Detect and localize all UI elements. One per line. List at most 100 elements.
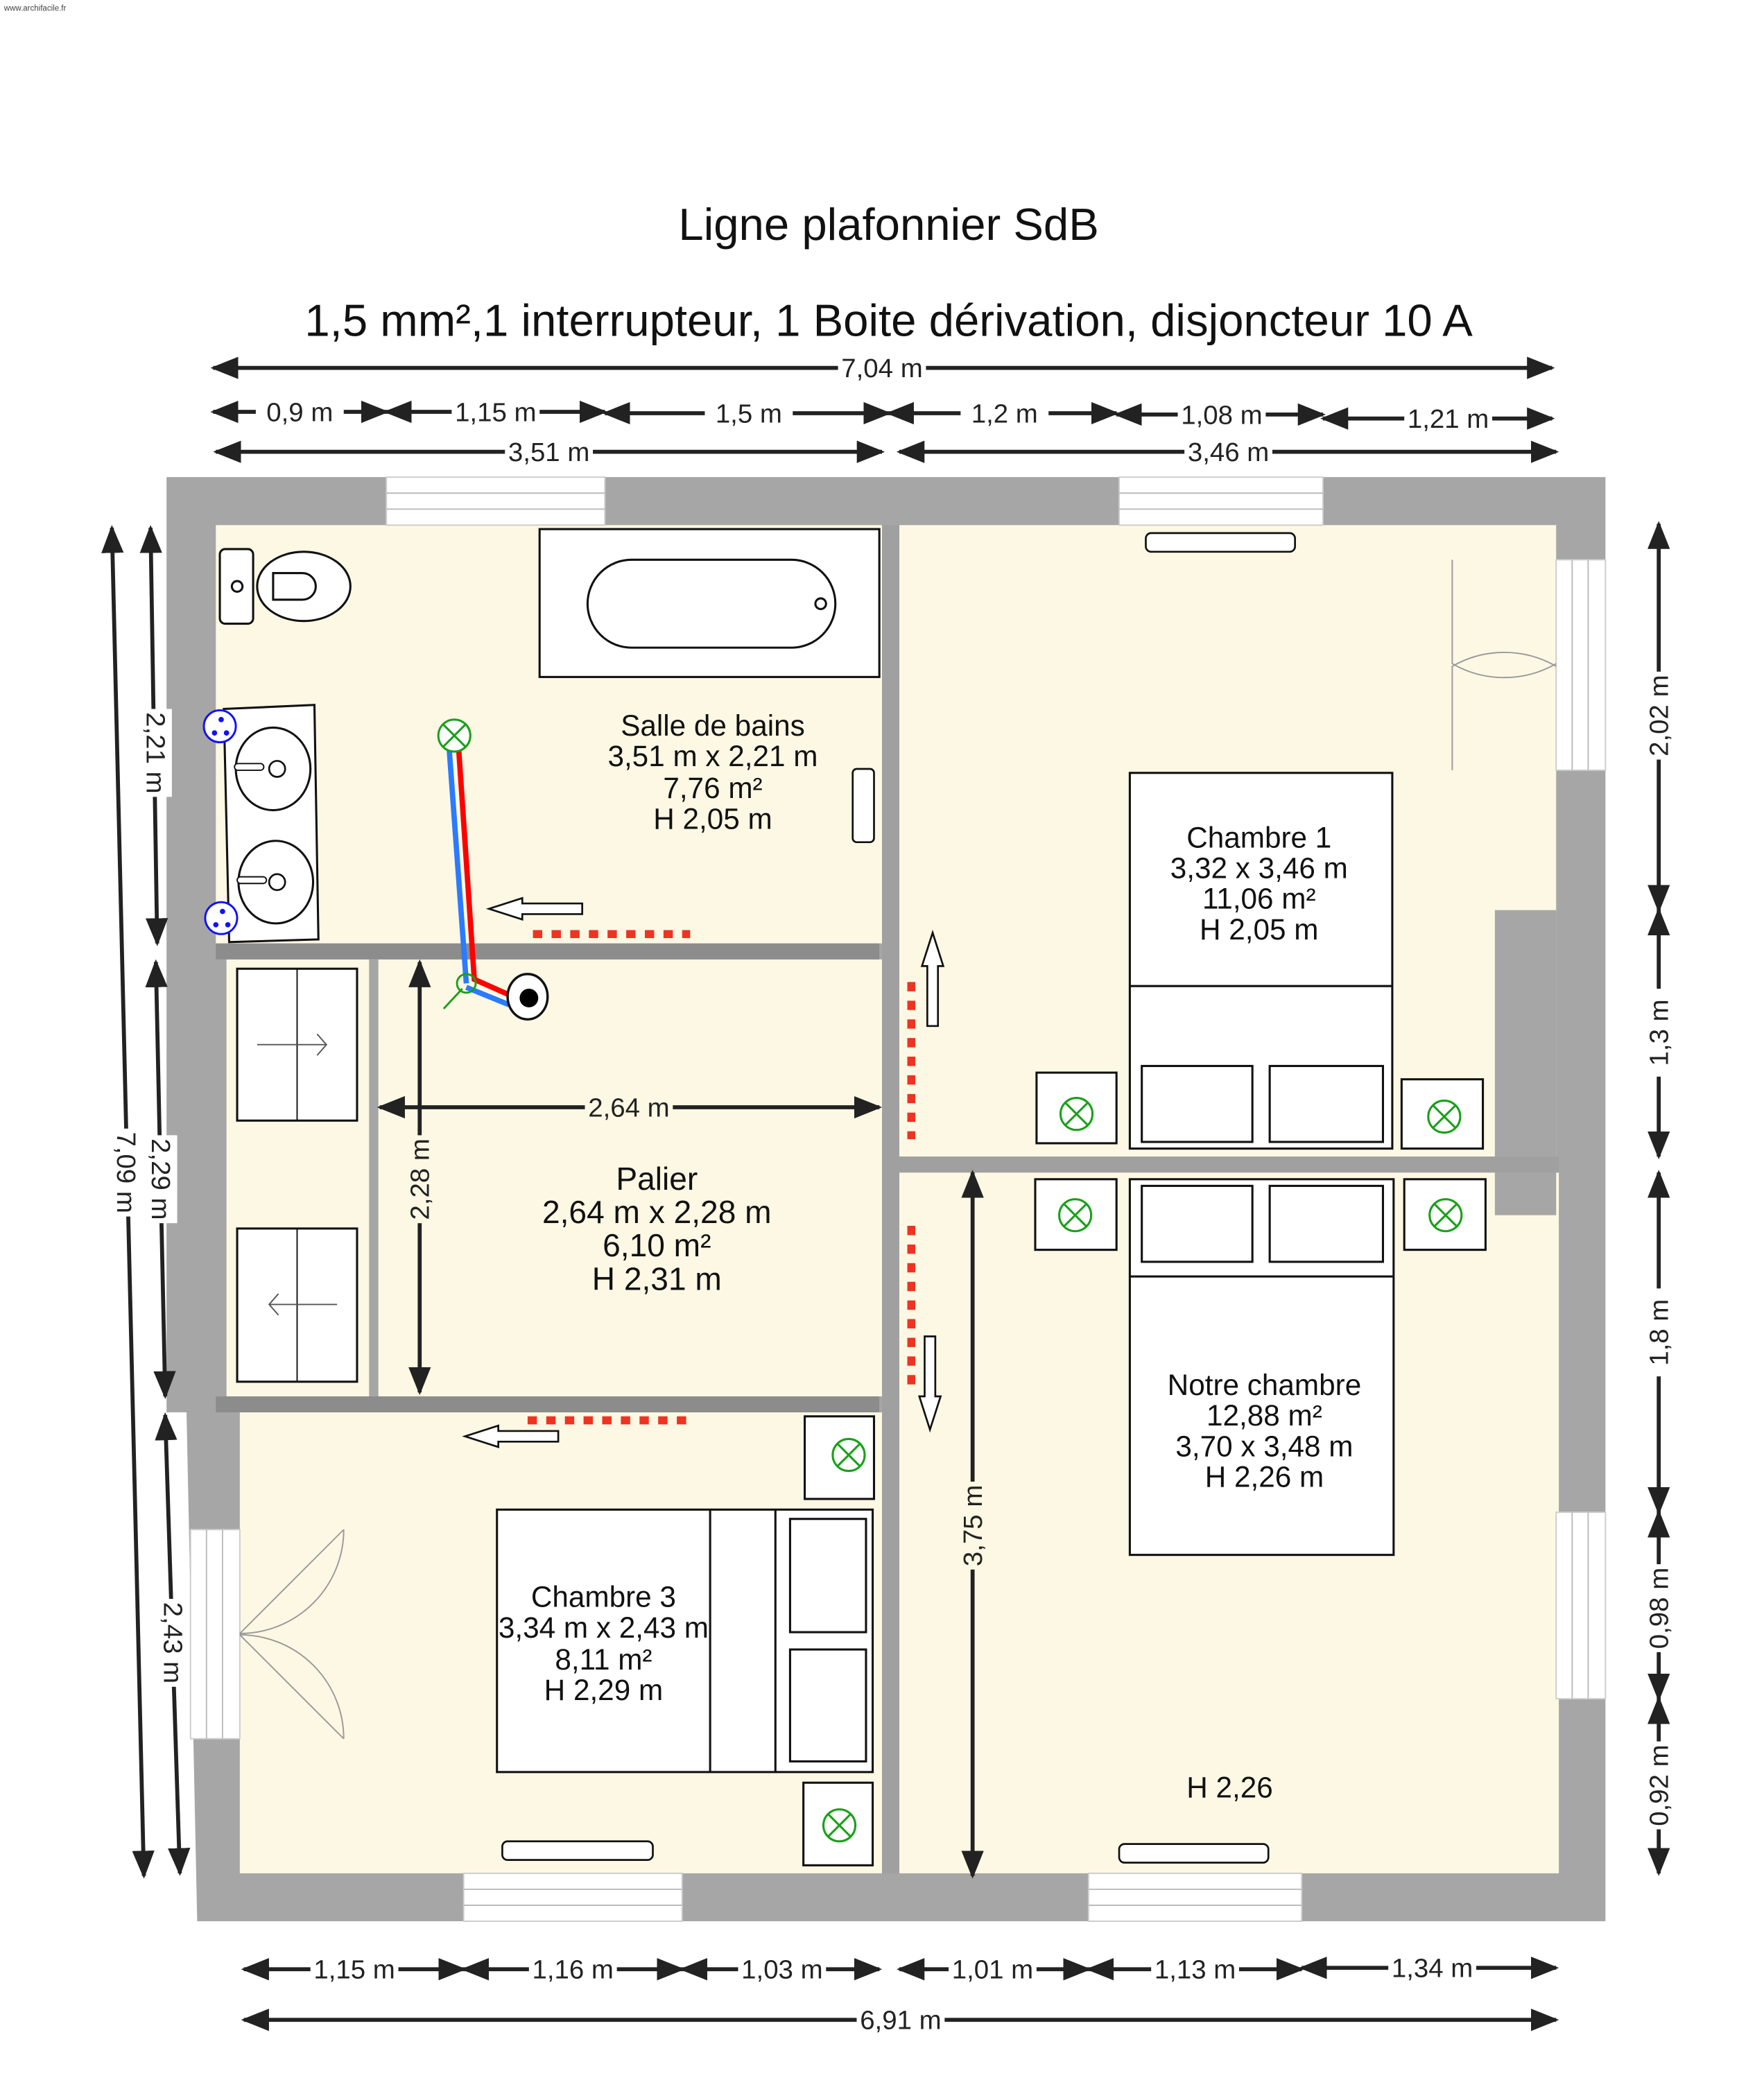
window xyxy=(1118,476,1324,526)
dimension-dims-bottom-total: 6,91 m xyxy=(241,2004,1559,2036)
dimension-label: 1,16 m xyxy=(533,1955,614,1985)
window xyxy=(1555,559,1607,771)
dimension-label: 0,92 m xyxy=(1645,1744,1675,1826)
dimension-dims-bottom-a: 1,15 m xyxy=(241,1953,467,1986)
dimension-dims-top-total: 7,04 m xyxy=(210,352,1555,384)
dimension-dims-bottom-e: 1,13 m xyxy=(1085,1953,1305,1986)
plan-title: Ligne plafonnier SdB xyxy=(678,199,1098,250)
dimension-dims-right-a: 2,02 m xyxy=(1643,521,1675,913)
dimension-label: 2,29 m xyxy=(146,1138,175,1220)
dimension-dims-top-e: 1,08 m xyxy=(1114,398,1326,431)
dimension-dims-left-b: 2,29 m xyxy=(145,959,178,1400)
dimension-label: 1,5 m xyxy=(716,399,782,428)
neutral-wire xyxy=(446,746,469,984)
dimension-label: 1,3 m xyxy=(1645,999,1675,1066)
ceiling-lamp-icon xyxy=(1427,1099,1462,1134)
dimension-dims-top-a: 0,9 m xyxy=(210,395,390,428)
window xyxy=(189,1529,241,1740)
door-chambre1 xyxy=(1451,560,1557,770)
bed-notre-chambre xyxy=(1128,1178,1395,1557)
faucet-light-icon xyxy=(268,873,286,892)
dimension-dims-top-right-room: 3,46 m xyxy=(896,435,1559,468)
window xyxy=(386,476,606,526)
arrow-down-icon xyxy=(917,1335,942,1433)
dimension-dims-bottom-f: 1,34 m xyxy=(1299,1952,1559,1984)
socket-icon xyxy=(202,709,237,743)
ceiling-lamp-icon xyxy=(1059,1097,1094,1132)
dimension-dims-inner-palier-h: 2,28 m xyxy=(404,959,436,1396)
dimension-label: 1,15 m xyxy=(313,1955,395,1985)
dimension-dims-bottom-d: 1,01 m xyxy=(896,1953,1091,1986)
window xyxy=(1555,1511,1607,1700)
furniture xyxy=(218,528,1487,1866)
dimension-dims-right-e: 0,92 m xyxy=(1643,1696,1675,1876)
faucet-light-icon xyxy=(268,760,286,778)
cable-route xyxy=(527,930,916,1425)
dimension-dims-left-a: 2,21 m xyxy=(139,525,172,946)
junction-box-icon xyxy=(456,973,477,994)
closet xyxy=(236,967,358,1383)
dimension-label: 2,64 m xyxy=(588,1093,669,1123)
dimension-dims-inner-notre-h: 3,75 m xyxy=(956,1170,989,1879)
dimension-label: 1,01 m xyxy=(952,1955,1033,1985)
ceiling-lamp-icon xyxy=(831,1437,866,1473)
socket-icon xyxy=(204,901,239,935)
bed-chambre1 xyxy=(1128,772,1394,1150)
double-vanity xyxy=(223,704,320,944)
radiator xyxy=(1118,1843,1270,1864)
dimension-label: 7,04 m xyxy=(841,354,922,383)
dimension-label: 2,28 m xyxy=(406,1138,435,1220)
dimension-label: 3,51 m xyxy=(508,437,589,467)
dimension-dims-right-c: 1,8 m xyxy=(1643,1170,1675,1516)
dimensions: 7,04 m 0,9 m 1,15 m 1,5 m 1,2 m 1,08 m 1,21 m 3… xyxy=(101,352,1675,2036)
radiators xyxy=(501,532,1296,1864)
dimension-label: 7,09 m xyxy=(111,1132,141,1213)
dimension-label: 2,21 m xyxy=(140,712,170,793)
dimension-dims-bottom-b: 1,16 m xyxy=(460,1953,685,1986)
toilet xyxy=(218,548,352,625)
dimension-dims-top-b: 1,15 m xyxy=(383,395,608,428)
plan-subtitle: 1,5 mm²,1 interrupteur, 1 Boite dérivati… xyxy=(304,295,1473,346)
dimension-dims-top-c: 1,5 m xyxy=(602,397,892,430)
bed-chambre3 xyxy=(496,1508,874,1774)
ceiling-lamp-icon xyxy=(1058,1198,1093,1233)
arrow-left-icon xyxy=(462,1424,560,1448)
dimension-label: 3,75 m xyxy=(958,1485,988,1566)
ceiling-lamp-icon xyxy=(437,718,472,753)
dimension-label: 1,08 m xyxy=(1181,400,1262,430)
door-chambre3 xyxy=(239,1529,345,1740)
dimension-label: 1,15 m xyxy=(455,397,536,427)
dimension-label: 1,03 m xyxy=(741,1955,822,1985)
dimension-label: 0,9 m xyxy=(266,397,333,427)
dimension-label: 1,21 m xyxy=(1408,404,1489,434)
dimension-label: 2,02 m xyxy=(1645,675,1675,756)
dimension-dims-right-d: 0,98 m xyxy=(1643,1509,1675,1702)
dimension-label: 1,34 m xyxy=(1392,1954,1473,1984)
bathtub xyxy=(538,528,881,678)
dimension-dims-top-f: 1,21 m xyxy=(1320,402,1555,435)
windows xyxy=(189,476,1607,1922)
dimension-label: 2,43 m xyxy=(157,1602,187,1683)
ceiling-lamp-icon xyxy=(1428,1198,1463,1233)
ceiling-lamp-icon xyxy=(822,1808,857,1843)
window xyxy=(462,1872,683,1922)
dimension-label: 6,91 m xyxy=(860,2006,941,2036)
window xyxy=(1087,1872,1303,1922)
arrow-up-icon xyxy=(920,929,945,1028)
dimension-dims-bottom-c: 1,03 m xyxy=(679,1953,883,1986)
electrical xyxy=(202,709,1463,1843)
dimension-dims-inner-palier-w: 2,64 m xyxy=(377,1091,883,1124)
arrow-left-icon xyxy=(485,896,584,921)
dimension-label: 0,98 m xyxy=(1645,1568,1675,1649)
radiator xyxy=(1145,532,1296,553)
dimension-label: 3,46 m xyxy=(1188,437,1269,467)
dimension-label: 1,2 m xyxy=(971,399,1038,428)
dimension-dims-left-c: 2,43 m xyxy=(155,1412,191,1876)
dimension-dims-top-left-room: 3,51 m xyxy=(213,435,885,468)
